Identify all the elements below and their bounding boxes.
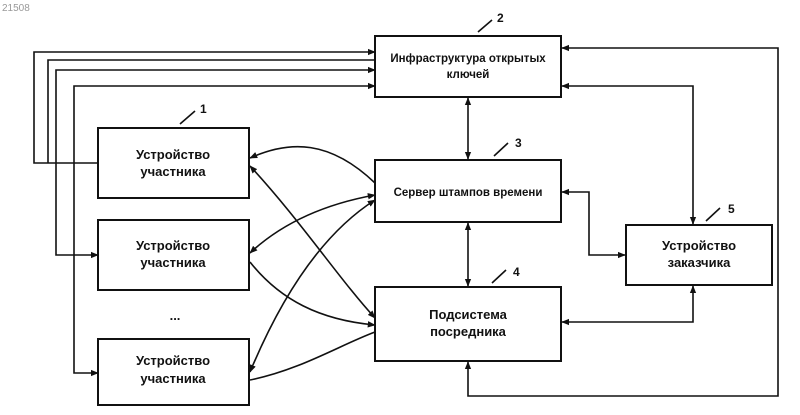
block-customer-line-1: Устройство bbox=[662, 238, 736, 253]
block-participant-1: Устройство участника bbox=[98, 128, 249, 198]
block-participant-2: Устройство участника bbox=[98, 220, 249, 290]
participant-curved-connectors bbox=[250, 147, 375, 380]
block-participant-1-line-1: Устройство bbox=[136, 147, 210, 162]
block-pki-line-1: Инфраструктура открытых bbox=[390, 53, 546, 65]
pki-participant-connectors bbox=[34, 52, 375, 373]
block-intermediary: Подсистема посредника bbox=[375, 287, 561, 361]
block-pki-line-2: ключей bbox=[447, 69, 490, 81]
block-intermediary-line-2: посредника bbox=[430, 324, 507, 339]
block-participant-3: Устройство участника bbox=[98, 339, 249, 405]
block-participant-2-line-1: Устройство bbox=[136, 238, 210, 253]
ref-number-2: 2 bbox=[478, 11, 504, 32]
block-customer-line-2: заказчика bbox=[668, 255, 731, 270]
ref-number-4-label: 4 bbox=[513, 265, 520, 279]
ref-number-5: 5 bbox=[706, 202, 735, 221]
ref-number-3-label: 3 bbox=[515, 136, 522, 150]
ref-number-4: 4 bbox=[492, 265, 520, 283]
block-participant-3-line-2: участника bbox=[140, 371, 206, 386]
ellipsis-more-participants: ... bbox=[170, 308, 181, 323]
document-id: 21508 bbox=[2, 3, 30, 14]
block-pki: Инфраструктура открытых ключей bbox=[375, 36, 561, 97]
ref-number-1-label: 1 bbox=[200, 102, 207, 116]
block-customer: Устройство заказчика bbox=[626, 225, 772, 285]
block-participant-3-line-1: Устройство bbox=[136, 353, 210, 368]
ref-number-2-label: 2 bbox=[497, 11, 504, 25]
block-timestamp-server: Сервер штампов времени bbox=[375, 160, 561, 222]
ref-number-1: 1 bbox=[180, 102, 207, 124]
ref-number-5-label: 5 bbox=[728, 202, 735, 216]
ref-number-3: 3 bbox=[494, 136, 522, 156]
block-participant-1-line-2: участника bbox=[140, 164, 206, 179]
block-timestamp-server-line-1: Сервер штампов времени bbox=[394, 187, 543, 199]
block-participant-2-line-2: участника bbox=[140, 255, 206, 270]
block-intermediary-line-1: Подсистема bbox=[429, 307, 508, 322]
